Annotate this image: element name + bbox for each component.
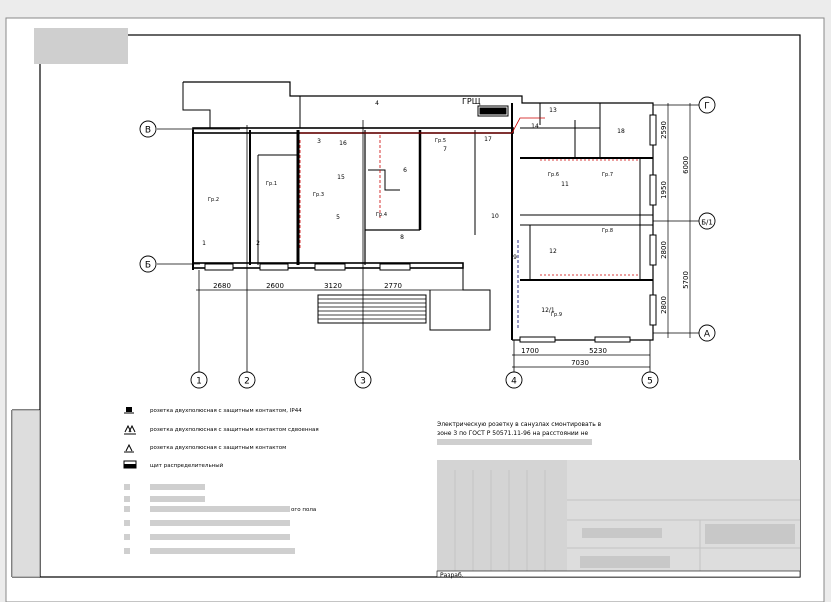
axis-label-1: 1 <box>196 377 202 387</box>
axis-bubble-a <box>698 324 716 342</box>
room-number: 1 <box>202 240 206 247</box>
dim-bottom-1: 2680 <box>213 282 231 290</box>
floor-plan <box>182 81 657 343</box>
axis-label-2: 2 <box>244 377 250 387</box>
axis-label-b1: Б/1 <box>701 219 713 227</box>
room-number: 3 <box>317 138 321 145</box>
socket-ip44-icon <box>124 407 134 414</box>
room-number: 12/1 <box>541 307 555 314</box>
room-number: 6 <box>403 167 407 174</box>
legend-item-1: розетка двухполюсная с защитным контакто… <box>150 408 302 414</box>
group-labels: Гр.2 Гр.1Гр.3Гр.4 Гр.5Гр.6 Гр.7Гр.8Гр.9 <box>208 138 613 318</box>
axis-label-5: 5 <box>647 377 653 387</box>
axis-label-g: Г <box>704 102 710 112</box>
room-number: 14 <box>531 123 539 130</box>
dim-br-3: 7030 <box>571 359 589 367</box>
group-label: Гр.2 <box>208 197 219 203</box>
dim-right-1: 2590 <box>660 121 668 139</box>
note-line-2: зоне 3 по ГОСТ Р 50571.11-96 на расстоян… <box>437 430 589 437</box>
group-label: Гр.5 <box>435 138 446 144</box>
axis-bubble-1 <box>190 371 208 389</box>
dim-bottom-2: 2600 <box>266 282 284 290</box>
group-label: Гр.3 <box>313 192 324 198</box>
axis-bubble-2 <box>238 371 256 389</box>
blurred-side-stamp <box>12 410 40 577</box>
room-number: 12 <box>549 248 557 255</box>
room-number: 2 <box>256 240 260 247</box>
dimension-labels: 2680 2600 3120 2770 1700 5230 7030 <box>213 282 607 367</box>
dim-right-6: 5700 <box>682 271 690 289</box>
axis-bubbles <box>139 96 716 389</box>
room-number: 7 <box>443 146 447 153</box>
axis-label-3: 3 <box>360 377 366 387</box>
room-number: 17 <box>484 136 492 143</box>
group-label: Гр.1 <box>266 181 277 187</box>
axis-bubble-v <box>139 120 157 138</box>
dim-br-2: 5230 <box>589 347 607 355</box>
room-number: 10 <box>491 213 499 220</box>
axis-bubble-g <box>698 96 716 114</box>
legend: розетка двухполюсная с защитным контакто… <box>123 407 319 554</box>
dim-right-4: 2800 <box>660 296 668 314</box>
room-number: 13 <box>549 107 557 114</box>
room-number: 5 <box>336 214 340 221</box>
blurred-stamp <box>34 28 128 64</box>
legend-item-2: розетка двухполюсная с защитным контакто… <box>150 427 319 433</box>
group-label: Гр.8 <box>602 228 613 234</box>
room-number: 16 <box>339 140 347 147</box>
dimension-lines <box>196 103 691 368</box>
axis-bubble-b1 <box>698 212 716 230</box>
panel-label: ГРЩ <box>462 97 481 106</box>
axis-bubble-5 <box>641 371 659 389</box>
room-number: 18 <box>617 128 625 135</box>
note-line-1: Электрическую розетку в санузлах смонтир… <box>437 421 602 428</box>
installation-note: Электрическую розетку в санузлах смонтир… <box>437 421 602 445</box>
axis-label-v: В <box>145 126 151 136</box>
title-block: Разраб. <box>436 460 801 579</box>
dimension-labels-right: 2590 1950 2800 2800 6000 5700 <box>660 121 690 314</box>
socket-double-icon <box>124 424 136 435</box>
title-block-developer-label: Разраб. <box>440 572 464 579</box>
room-number: 9 <box>513 254 517 261</box>
group-label: Гр.6 <box>548 172 559 178</box>
axis-bubble-4 <box>505 371 523 389</box>
panel-icon <box>123 460 137 469</box>
axis-label-4: 4 <box>511 377 517 387</box>
axis-labels: В Б А Г Б/1 1 2 3 4 5 <box>145 102 713 387</box>
legend-item-3: розетка двухполюсная с защитным контакто… <box>150 445 286 451</box>
legend-item-4: щит распределительный <box>150 462 224 469</box>
dim-bottom-3: 3120 <box>324 282 342 290</box>
socket-icon <box>124 443 134 453</box>
room-number: 8 <box>400 234 404 241</box>
axis-bubble-3 <box>354 371 372 389</box>
dim-right-5: 6000 <box>682 156 690 174</box>
room-number: 4 <box>375 100 379 107</box>
room-number: 15 <box>337 174 345 181</box>
group-label: Гр.7 <box>602 172 613 178</box>
dim-br-1: 1700 <box>521 347 539 355</box>
group-label: Гр.9 <box>551 312 562 318</box>
dim-right-2: 1950 <box>660 181 668 199</box>
legend-fragment: ого пола <box>291 507 316 513</box>
dim-bottom-4: 2770 <box>384 282 402 290</box>
axis-bubble-b <box>139 255 157 273</box>
axis-label-a: А <box>704 330 711 340</box>
dim-right-3: 2800 <box>660 241 668 259</box>
group-label: Гр.4 <box>376 212 387 218</box>
room-number: 11 <box>561 181 569 188</box>
axis-label-b: Б <box>145 261 151 271</box>
